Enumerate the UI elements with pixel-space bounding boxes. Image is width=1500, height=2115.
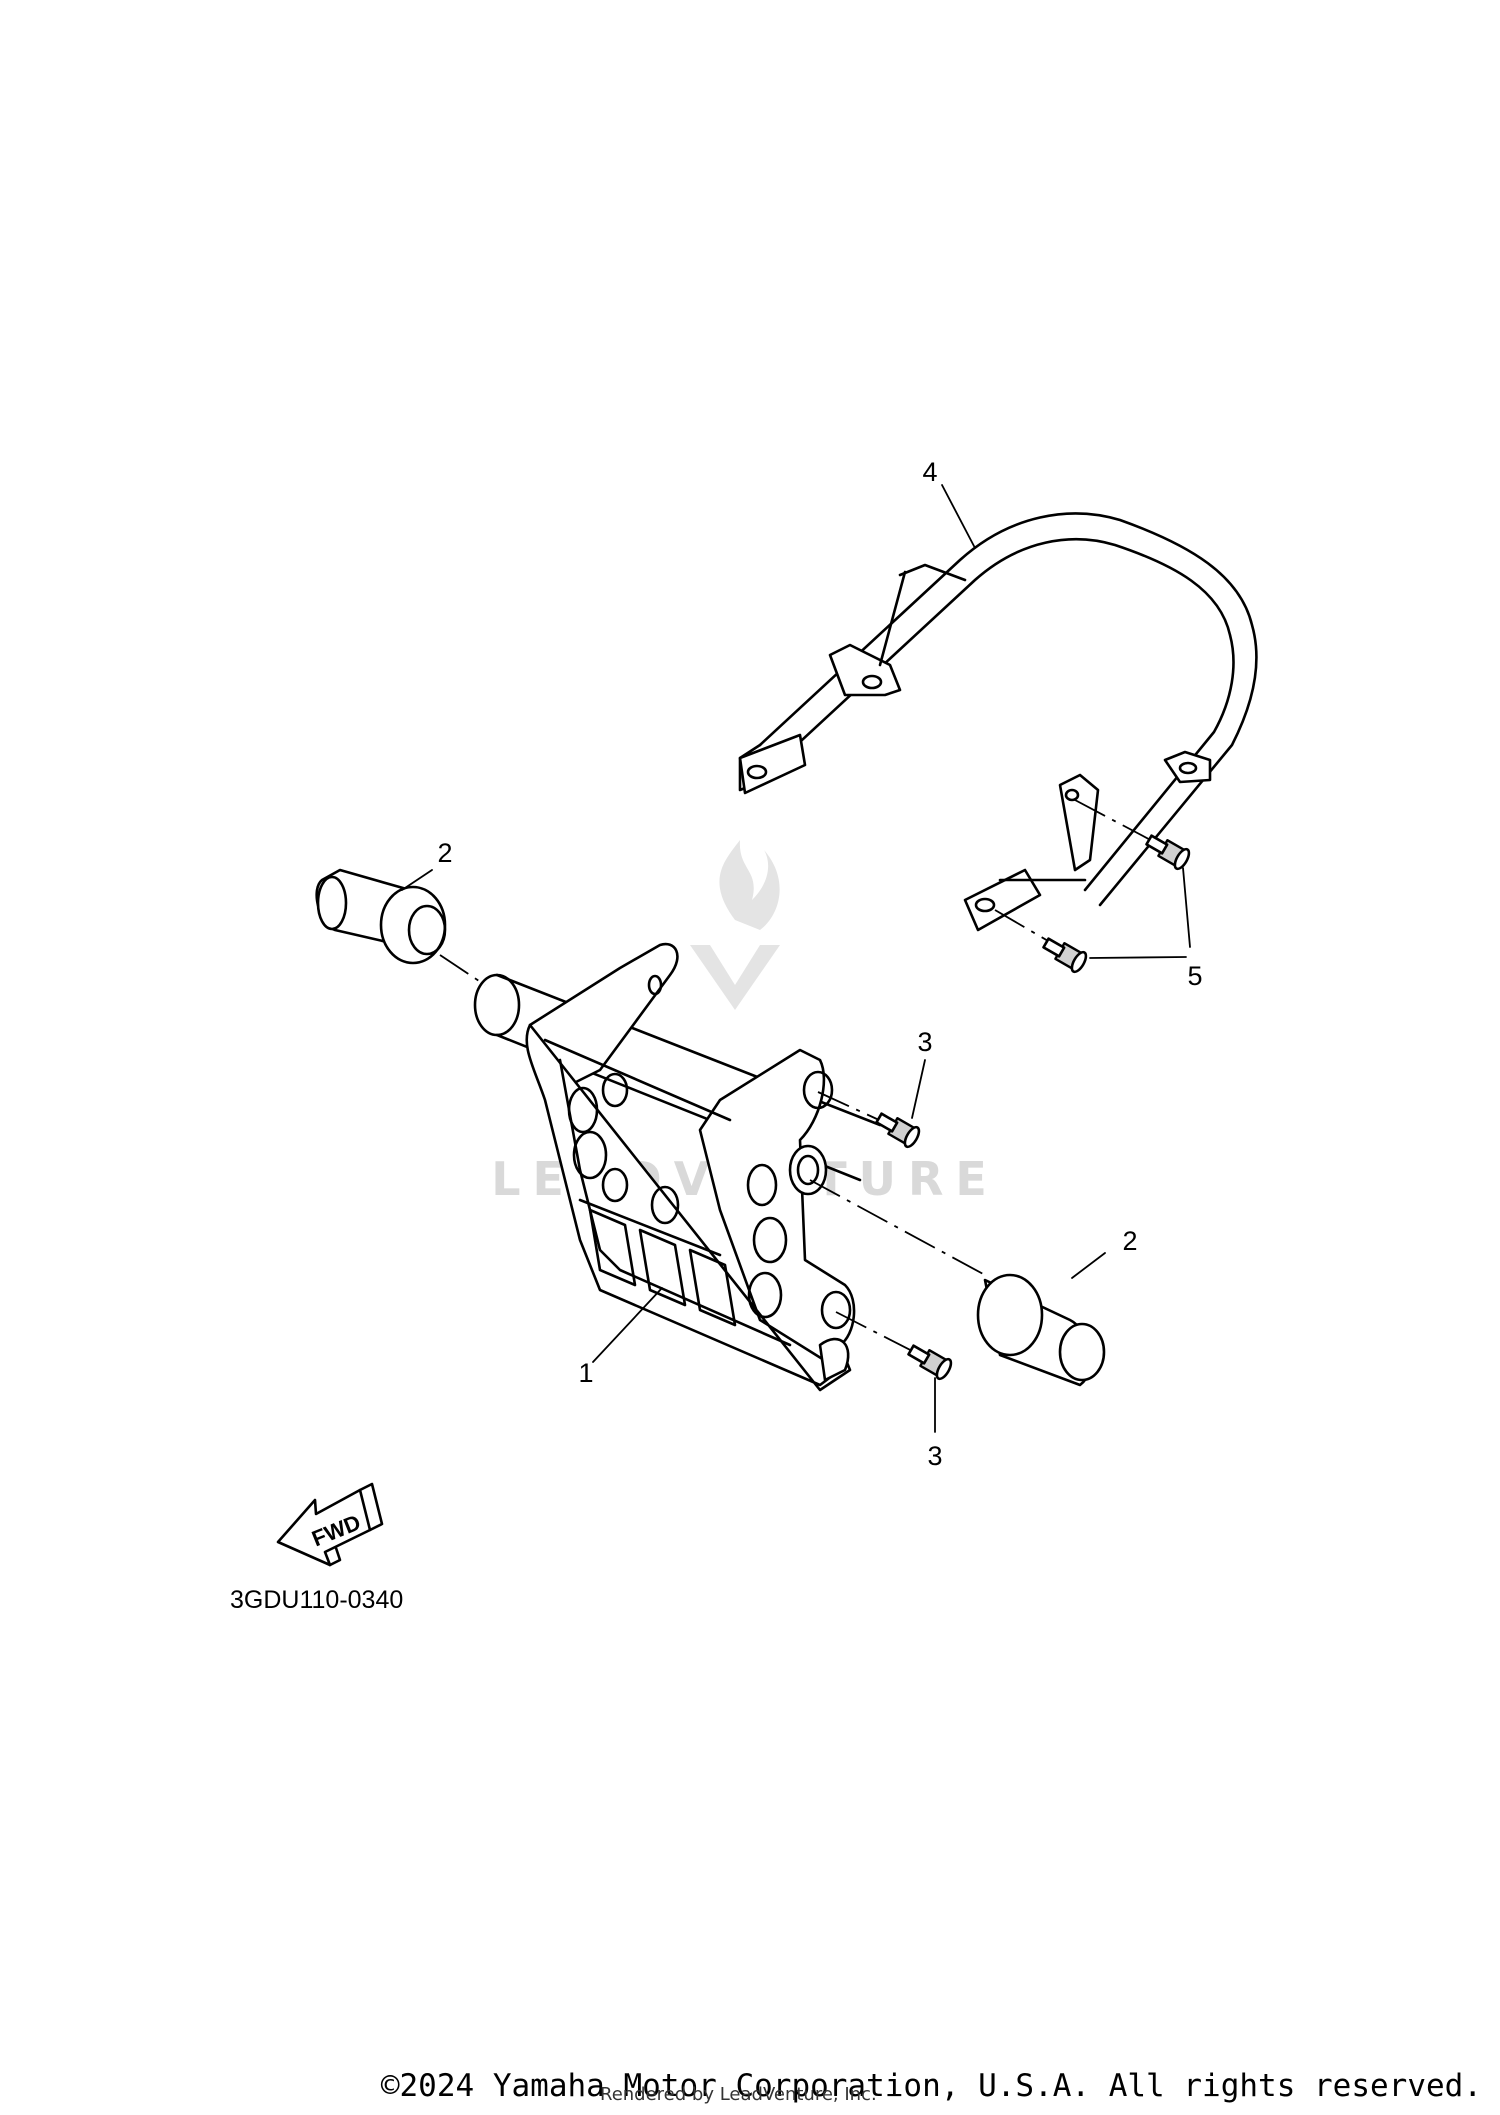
callout-4: 4 (922, 457, 937, 487)
part-5-bolts (994, 799, 1191, 974)
part-2-left-plug (315, 868, 486, 986)
callouts: 4 2 3 5 2 1 3 (437, 457, 1202, 1471)
part-3-bolts (817, 1091, 953, 1381)
callout-3-lower: 3 (927, 1441, 942, 1471)
callout-2-right: 2 (1122, 1226, 1137, 1256)
part-4-guard-frame (738, 512, 1258, 932)
callout-1: 1 (578, 1358, 593, 1388)
copyright-text: ©2024 Yamaha Motor Corporation, U.S.A. A… (380, 2068, 1482, 2104)
figure-code: 3GDU110-0340 (230, 1586, 403, 1614)
part-1-bracket (473, 942, 882, 1392)
part-2-right-plug (809, 1179, 1106, 1387)
callout-2-left: 2 (437, 838, 452, 868)
leader-lines (401, 484, 1191, 1433)
copyright-notice: ©2024 Yamaha Motor Corporation, U.S.A. A… (0, 2068, 1500, 2104)
fwd-arrow-icon: FWD (276, 1482, 384, 1567)
callout-3-upper: 3 (917, 1027, 932, 1057)
callout-5: 5 (1187, 961, 1202, 991)
rendered-by-notice: Rendered by LeadVenture, Inc. (600, 2084, 877, 2105)
